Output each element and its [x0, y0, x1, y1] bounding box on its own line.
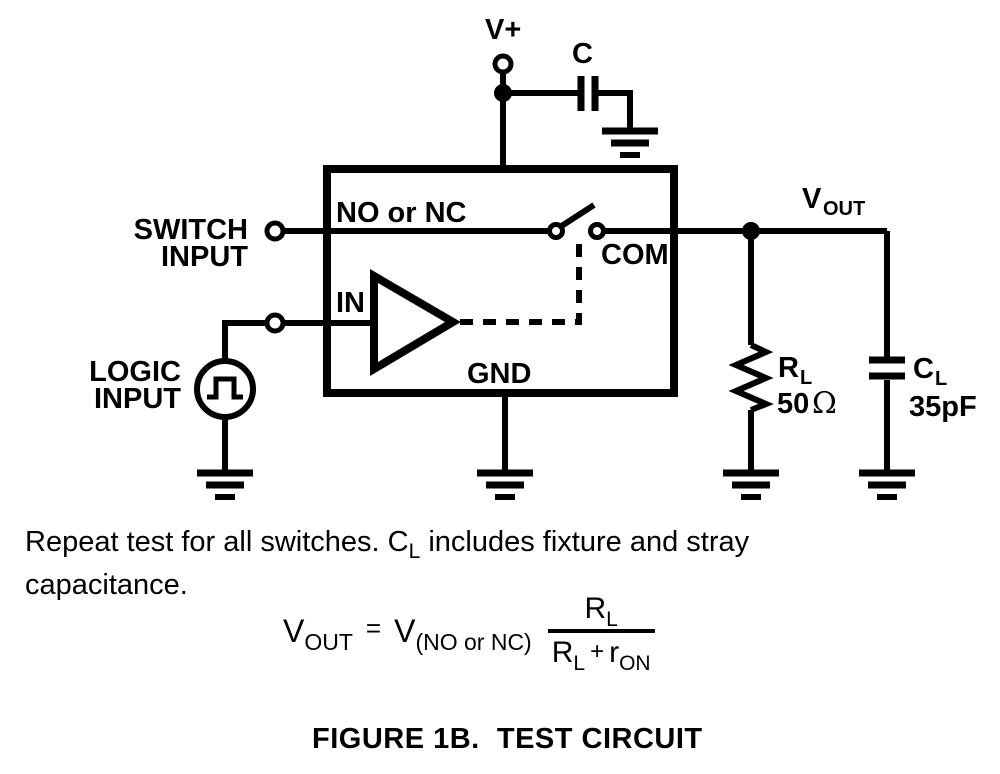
ground-symbol-resistor — [723, 469, 779, 500]
note-line1-after-sub: includes fixture and stray — [420, 526, 750, 558]
switch-contact-right — [588, 222, 606, 240]
fraction-den-r: R — [551, 636, 574, 669]
bypass-cap-wire-right — [598, 90, 633, 131]
bypass-cap-label: C — [572, 38, 593, 70]
ground-symbol-bypass — [602, 127, 658, 158]
figure-caption: FIGURE 1B. TEST CIRCUIT — [312, 723, 703, 755]
fraction-den-plus: + — [590, 638, 605, 665]
fraction-numerator: RL — [547, 592, 655, 633]
pin-label-gnd: GND — [467, 358, 531, 390]
load-capacitor-value: 35pF — [909, 391, 977, 423]
ground-symbol-gnd — [477, 469, 533, 500]
buffer-triangle — [370, 269, 461, 377]
note-line1-subscript: L — [408, 540, 421, 563]
fraction-denominator: RL+rON — [548, 633, 655, 675]
fraction-num-main: R — [584, 592, 607, 625]
load-resistor-value: 50 — [777, 388, 809, 420]
formula-rhs-sub: (NO or NC) — [415, 628, 532, 655]
fraction-num-sub: L — [606, 608, 618, 631]
logic-input-label-line2: INPUT — [94, 383, 181, 415]
ground-symbol-capacitor — [859, 469, 915, 500]
vout-label-sub: OUT — [823, 198, 865, 220]
load-resistor-label-sub: L — [800, 367, 812, 389]
note-text: Repeat test for all switches. CL include… — [25, 522, 945, 606]
formula-fraction: RL RL+rON — [547, 592, 655, 675]
load-capacitor-label-main: C — [913, 353, 934, 385]
logic-input-terminal-circle — [264, 312, 286, 334]
vout-label-main: V — [802, 183, 822, 215]
note-line2: capacitance. — [25, 569, 188, 601]
formula-equals: = — [365, 612, 382, 643]
note-line1: Repeat test for all switches. CL include… — [25, 522, 945, 565]
vplus-label: V+ — [485, 14, 521, 46]
pulse-source-circle — [194, 358, 256, 420]
pin-label-com: COM — [601, 239, 669, 271]
load-capacitor-label-sub: L — [935, 368, 947, 390]
formula-lhs-main: V — [283, 612, 305, 649]
pin-label-no-or-nc: NO or NC — [336, 197, 467, 229]
pin-label-in: IN — [336, 287, 365, 319]
ground-symbol-logic — [197, 469, 253, 500]
switch-input-label-line1: SWITCH — [134, 214, 248, 246]
load-resistor-unit: Ω — [812, 386, 837, 421]
pulse-source-wire-top — [222, 320, 267, 361]
fraction-den-r-sub: L — [573, 652, 586, 675]
switch-input-label-line2: INPUT — [161, 241, 248, 273]
note-line1-before-sub: Repeat test for all switches. C — [25, 526, 409, 558]
switch-contact-left — [547, 222, 565, 240]
formula-lhs-sub: OUT — [304, 628, 353, 655]
load-resistor-label-main: R — [778, 352, 799, 384]
switch-input-terminal-circle — [264, 220, 286, 242]
fraction-den-ron-sub: ON — [619, 652, 651, 675]
logic-input-label-line1: LOGIC — [89, 356, 181, 388]
switch-control-dashed-line — [460, 244, 582, 325]
switch-arm — [558, 202, 596, 230]
load-resistor-zigzag — [728, 342, 774, 413]
fraction-den-ron: r — [609, 636, 620, 669]
pulse-waveform-icon — [207, 376, 243, 400]
device-box — [323, 165, 678, 397]
vplus-terminal-circle — [492, 53, 514, 75]
formula-rhs-main: V — [394, 612, 416, 649]
circuit-diagram: V+ C NO or NC COM IN GND SWITCH INPUT LO… — [89, 14, 977, 500]
